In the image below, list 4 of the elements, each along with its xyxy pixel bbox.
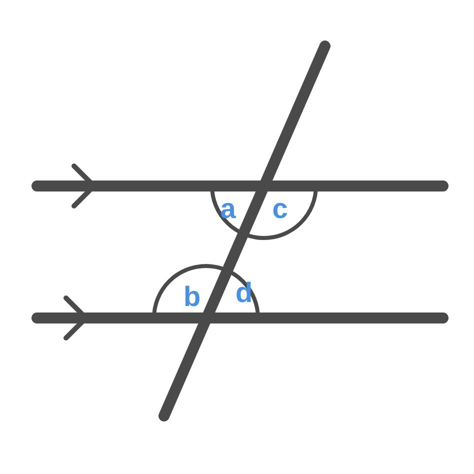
angle-label: a xyxy=(220,195,236,223)
angle-label: c xyxy=(272,195,288,223)
angle-label: b xyxy=(183,283,201,311)
angle-label: d xyxy=(235,279,253,307)
